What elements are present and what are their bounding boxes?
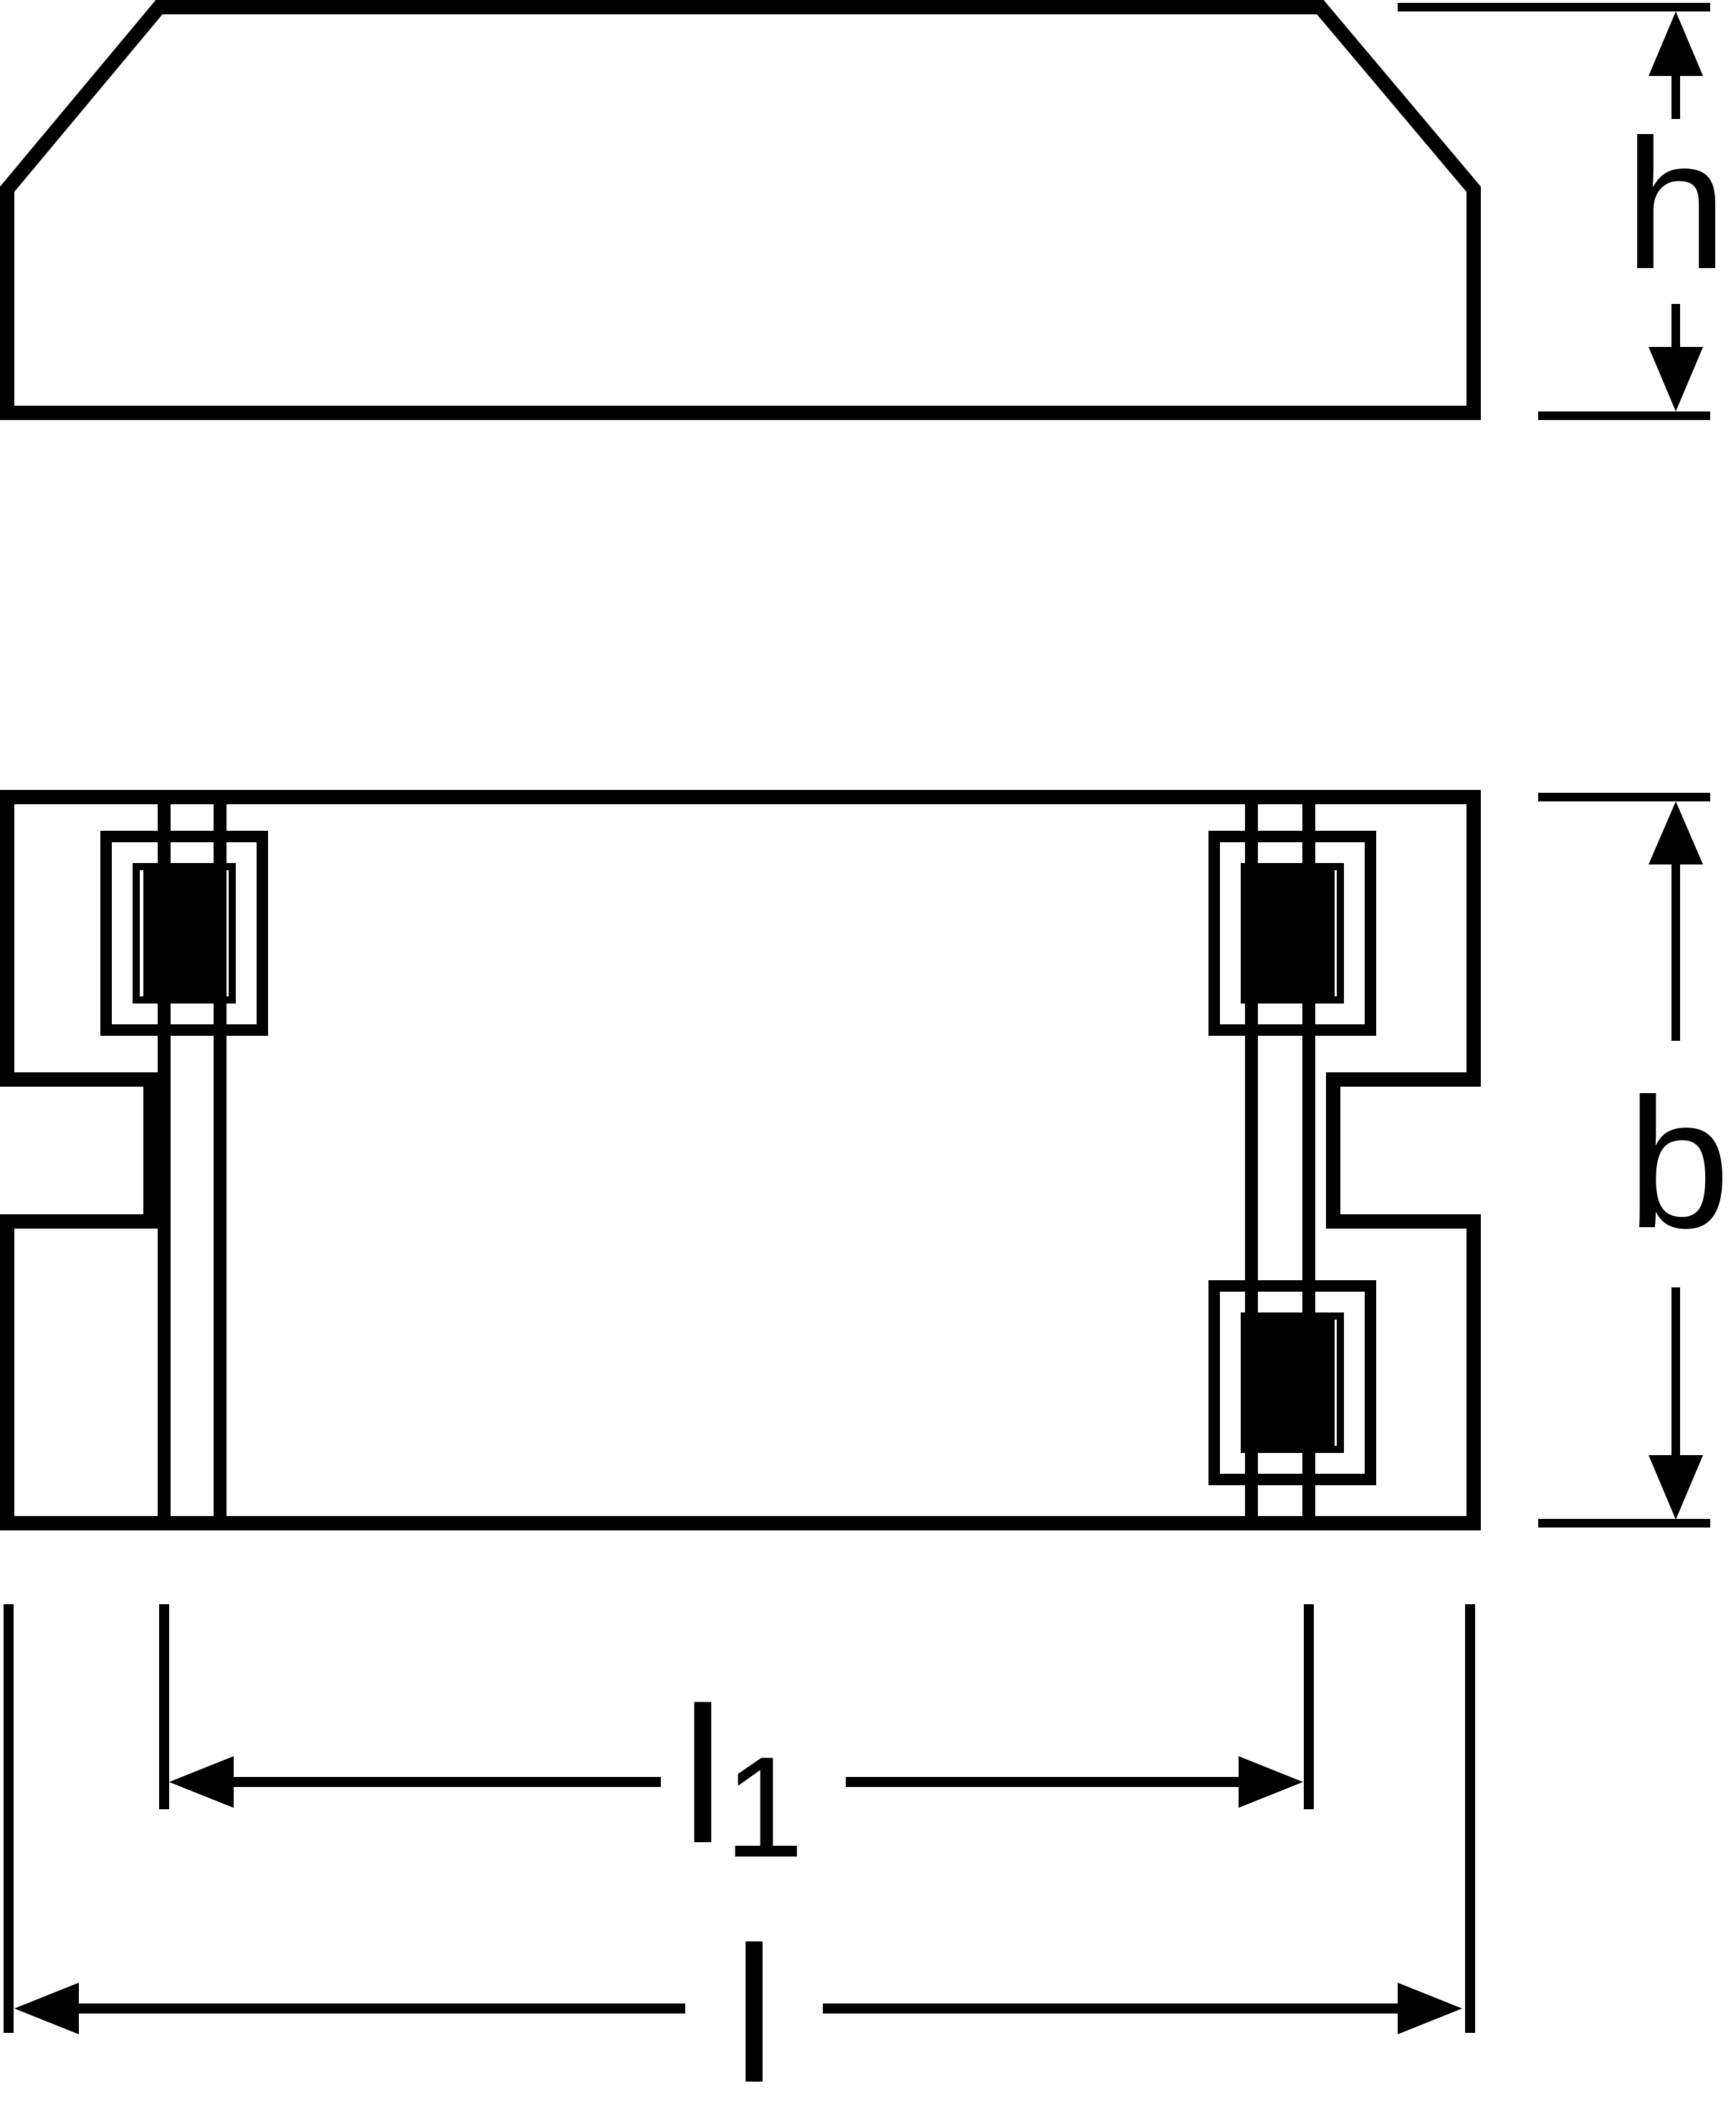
width-upper-arrowhead — [1649, 801, 1703, 864]
terminal-inner-frame — [1241, 1312, 1344, 1453]
height-dimension: h — [1398, 3, 1727, 420]
mounting-length-dimension: l1 — [159, 1604, 1314, 1887]
height-lower-arrowhead — [1649, 347, 1703, 411]
terminal-frame — [1208, 1280, 1376, 1485]
terminal-contact-block — [1250, 1319, 1335, 1447]
length-dimension: l — [4, 1604, 1475, 2111]
width-dimension: b — [1538, 793, 1730, 1528]
terminal-contact-block — [143, 869, 226, 996]
height-label: h — [1624, 100, 1727, 308]
l-right-arrowhead — [1398, 1983, 1462, 2034]
terminal-frame — [100, 831, 268, 1036]
terminal-top-left — [100, 831, 268, 1036]
width-label: b — [1627, 1059, 1730, 1267]
l-left-arrowhead — [14, 1983, 79, 2034]
terminal-inner-frame — [133, 863, 236, 1004]
mounting-length-label-subscript: 1 — [724, 1728, 803, 1887]
terminal-frame — [1208, 831, 1376, 1036]
length-label: l — [733, 1907, 776, 2111]
l1-right-arrowhead — [1239, 1756, 1303, 1808]
top-view-outline — [0, 790, 1481, 1530]
terminal-contact-block — [1250, 869, 1335, 996]
top-view — [0, 790, 1481, 1530]
side-view-outline — [0, 0, 1481, 420]
mounting-length-label: l1 — [681, 1668, 803, 1887]
mounting-length-label-base: l — [681, 1668, 724, 1884]
l1-left-arrowhead — [169, 1756, 234, 1808]
terminal-top-right — [1208, 831, 1376, 1036]
side-view — [0, 0, 1481, 420]
height-upper-arrowhead — [1649, 11, 1703, 76]
terminal-bottom-right — [1208, 1280, 1376, 1485]
width-lower-arrowhead — [1649, 1455, 1703, 1520]
terminal-inner-frame — [1241, 863, 1344, 1004]
